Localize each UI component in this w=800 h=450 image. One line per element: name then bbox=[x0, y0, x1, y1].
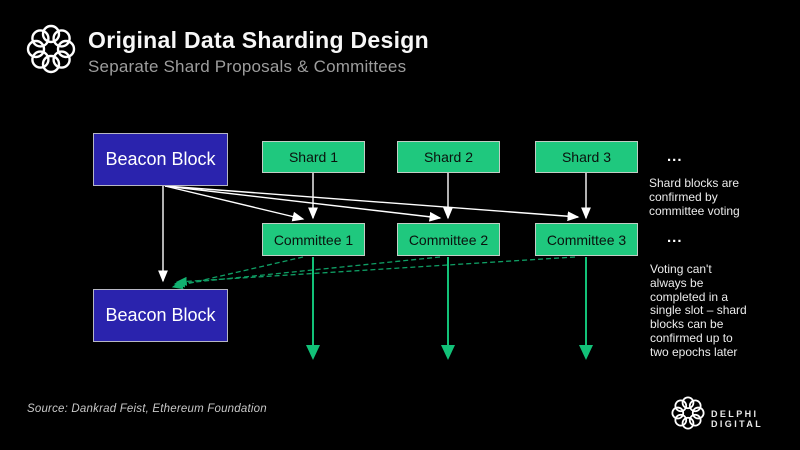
committee-1-node: Committee 1 bbox=[262, 223, 365, 256]
note-shard-blocks-confirmed: Shard blocks are confirmed by committee … bbox=[649, 176, 740, 218]
arrow-committee2-to-beacon-dashed bbox=[173, 256, 441, 288]
arrow-committee1-to-beacon-dashed bbox=[171, 256, 304, 290]
committee-2-node: Committee 2 bbox=[397, 223, 500, 256]
more-shards-ellipsis: ... bbox=[667, 148, 683, 165]
brand-wordmark: DELPHI DIGITAL bbox=[711, 409, 764, 429]
committee-3-node: Committee 3 bbox=[535, 223, 638, 256]
shard-2-node: Shard 2 bbox=[397, 141, 500, 173]
source-attribution: Source: Dankrad Feist, Ethereum Foundati… bbox=[27, 403, 267, 415]
delphi-ring-logo-icon bbox=[26, 24, 76, 74]
arrow-beacon-to-committee-3 bbox=[164, 185, 580, 222]
shard-1-node: Shard 1 bbox=[262, 141, 365, 173]
beacon-block-top-node: Beacon Block bbox=[93, 133, 228, 186]
note-voting-two-epochs: Voting can't always be completed in a si… bbox=[650, 262, 747, 359]
arrow-beacon-to-committee-1 bbox=[164, 185, 305, 222]
page-subtitle: Separate Shard Proposals & Committees bbox=[88, 57, 407, 76]
shard-3-node: Shard 3 bbox=[535, 141, 638, 173]
delphi-ring-logo-small-icon bbox=[671, 396, 705, 430]
beacon-block-bottom-node: Beacon Block bbox=[93, 289, 228, 342]
arrow-beacon-to-committee-2 bbox=[164, 185, 442, 222]
page-title: Original Data Sharding Design bbox=[88, 27, 429, 53]
arrow-committee3-to-beacon-dashed bbox=[175, 256, 576, 286]
more-committees-ellipsis: ... bbox=[667, 229, 683, 246]
